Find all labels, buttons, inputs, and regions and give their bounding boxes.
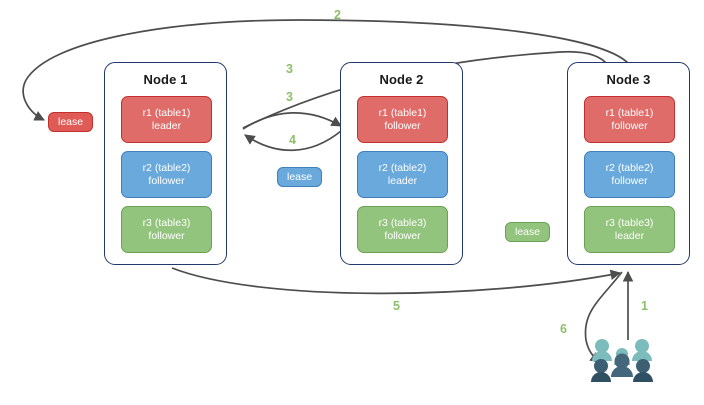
lease-label: lease — [515, 226, 541, 238]
node-title: Node 3 — [606, 72, 651, 87]
replica-r2-node2[interactable]: r2 (table2) leader — [357, 151, 448, 198]
replica-role: follower — [611, 174, 648, 187]
replica-name: r3 (table3) — [378, 216, 427, 229]
arrow-step-3-to-node2 — [242, 112, 342, 130]
node-card-3[interactable]: Node 3 r1 (table1) follower r2 (table2) … — [567, 62, 690, 265]
step-label-6: 6 — [560, 322, 567, 336]
replica-name: r3 (table3) — [142, 216, 191, 229]
replica-role: follower — [384, 229, 421, 242]
lease-badge-table3[interactable]: lease — [505, 222, 551, 242]
arrow-step-5 — [171, 267, 622, 295]
replica-r1-node2[interactable]: r1 (table1) follower — [357, 96, 448, 143]
lease-label: lease — [287, 171, 313, 183]
node-card-1[interactable]: Node 1 r1 (table1) leader r2 (table2) fo… — [104, 62, 227, 265]
step-label-5: 5 — [393, 299, 400, 313]
replica-name: r1 (table1) — [142, 106, 191, 119]
lease-badge-table2[interactable]: lease — [277, 167, 323, 187]
replica-r1-node1[interactable]: r1 (table1) leader — [121, 96, 212, 143]
replica-r3-node1[interactable]: r3 (table3) follower — [121, 206, 212, 253]
node-card-2[interactable]: Node 2 r1 (table1) follower r2 (table2) … — [340, 62, 463, 265]
replica-name: r1 (table1) — [605, 106, 654, 119]
replica-name: r2 (table2) — [378, 161, 427, 174]
replica-name: r3 (table3) — [605, 216, 654, 229]
node-title: Node 1 — [143, 72, 188, 87]
users-group-icon — [591, 339, 653, 382]
replica-r2-node3[interactable]: r2 (table2) follower — [584, 151, 675, 198]
replica-role: follower — [611, 119, 648, 132]
step-label-3-upper: 3 — [286, 62, 293, 76]
replica-r3-node2[interactable]: r3 (table3) follower — [357, 206, 448, 253]
step-label-2: 2 — [334, 8, 341, 22]
step-label-3-lower: 3 — [286, 90, 293, 104]
replica-r3-node3[interactable]: r3 (table3) leader — [584, 206, 675, 253]
replica-role: follower — [148, 229, 185, 242]
replica-name: r2 (table2) — [142, 161, 191, 174]
replica-name: r1 (table1) — [378, 106, 427, 119]
replica-role: leader — [614, 229, 645, 242]
lease-badge-table1[interactable]: lease — [48, 112, 94, 132]
replica-r1-node3[interactable]: r1 (table1) follower — [584, 96, 675, 143]
replica-role: leader — [387, 174, 418, 187]
replica-name: r2 (table2) — [605, 161, 654, 174]
replica-r2-node1[interactable]: r2 (table2) follower — [121, 151, 212, 198]
replica-role: follower — [384, 119, 421, 132]
step-label-1: 1 — [641, 299, 648, 313]
replica-role: leader — [151, 119, 182, 132]
step-label-4: 4 — [289, 133, 296, 147]
node-title: Node 2 — [379, 72, 424, 87]
lease-label: lease — [58, 116, 84, 128]
replica-role: follower — [148, 174, 185, 187]
